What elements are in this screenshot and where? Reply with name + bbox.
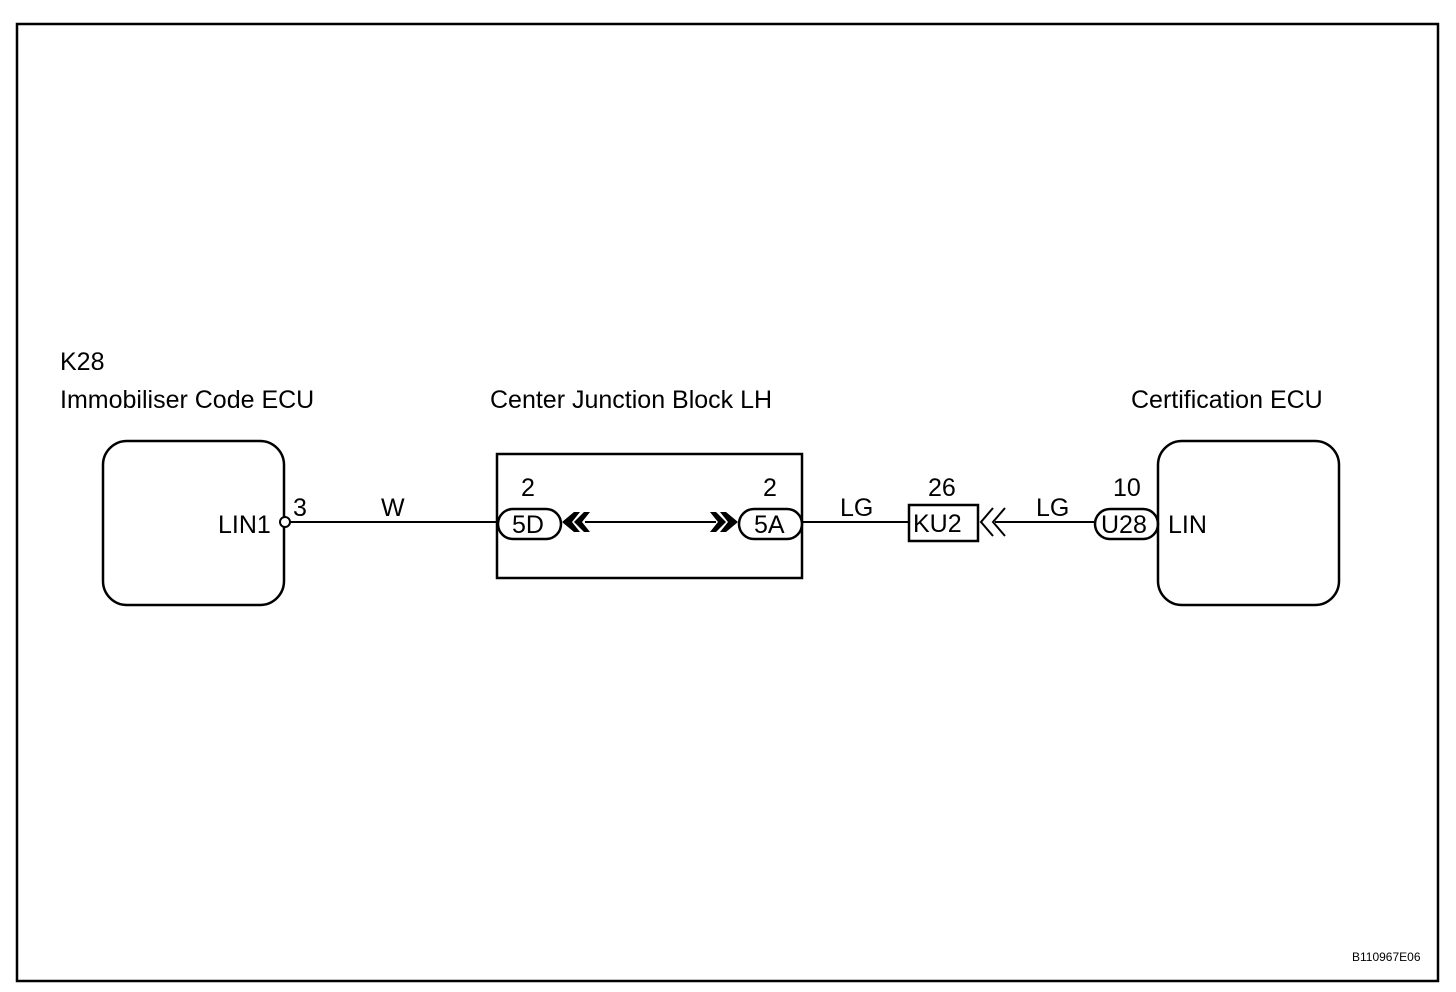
connector-5d-label: 5D <box>512 511 544 539</box>
diagram-id: B110967E06 <box>1352 950 1421 964</box>
chevron-left-icon <box>574 512 590 532</box>
right-ecu-terminal-label: LIN <box>1168 511 1207 539</box>
right-ecu-box <box>1156 439 1341 607</box>
left-ecu-terminal <box>279 516 291 528</box>
connector-ku2-pin: 26 <box>928 474 956 502</box>
connector-ku2-label: KU2 <box>913 510 962 538</box>
wire-w-label: W <box>381 494 405 522</box>
connector-ku2 <box>907 503 980 543</box>
right-ecu-name: Certification ECU <box>1131 386 1323 414</box>
wire-lg-mid-label: LG <box>840 494 873 522</box>
chevron-right-icon <box>710 512 726 532</box>
junction-block-name: Center Junction Block LH <box>490 386 772 414</box>
chevron-left-open-icon <box>991 507 1006 537</box>
junction-block-box <box>495 452 804 580</box>
left-ecu-terminal-label: LIN1 <box>218 511 271 539</box>
connector-5a-label: 5A <box>754 511 785 539</box>
chevron-left-open-icon <box>979 507 994 537</box>
connector-5a <box>737 507 804 541</box>
chevron-right-icon <box>720 512 738 532</box>
left-ecu-code: K28 <box>60 348 104 376</box>
connector-5a-pin: 2 <box>763 474 777 502</box>
diagram-frame <box>15 22 1440 983</box>
connector-5d <box>496 507 563 541</box>
connector-u28-pin: 10 <box>1113 474 1141 502</box>
chevron-left-icon <box>562 512 580 532</box>
left-ecu-name: Immobiliser Code ECU <box>60 386 314 414</box>
connector-5d-pin: 2 <box>521 474 535 502</box>
wire-lg-right-label: LG <box>1036 494 1069 522</box>
connector-u28-label: U28 <box>1101 511 1147 539</box>
left-ecu-pin: 3 <box>293 494 307 522</box>
